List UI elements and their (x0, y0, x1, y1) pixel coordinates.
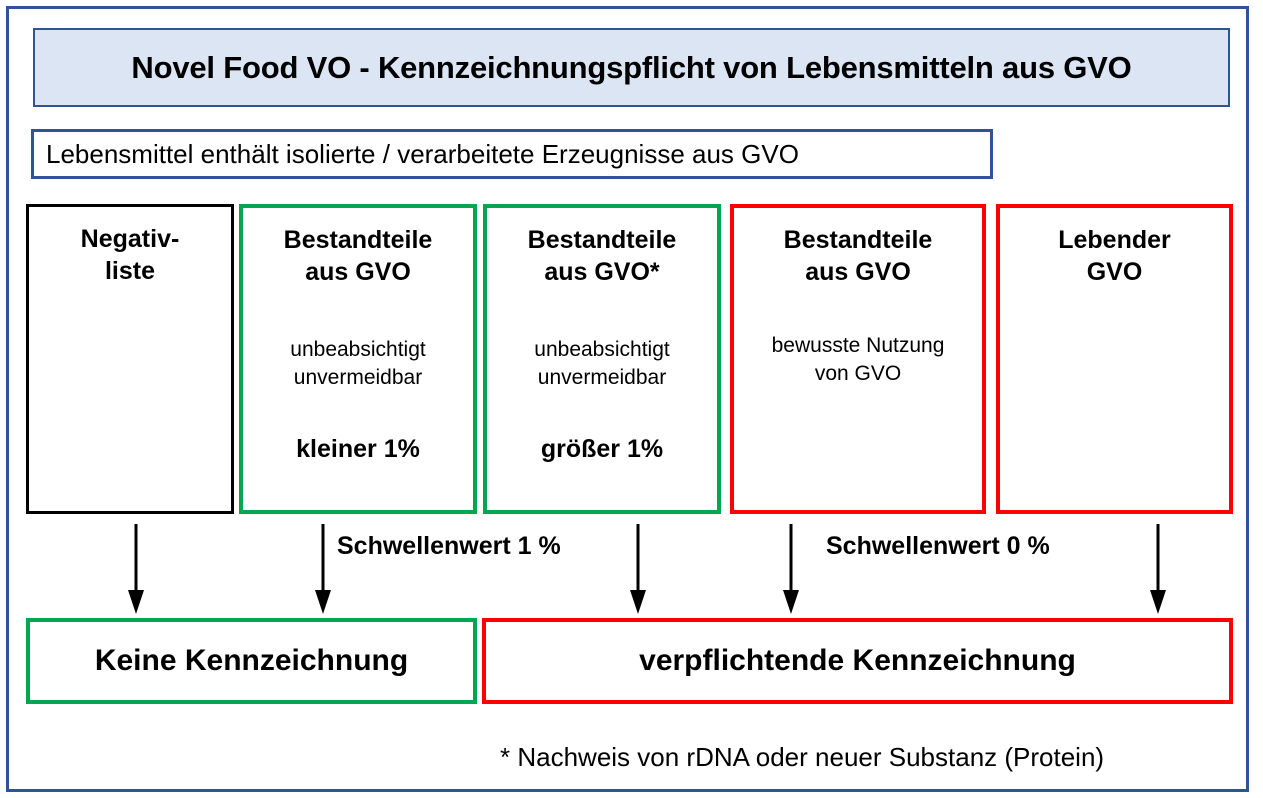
outcome-label: verpflichtende Kennzeichnung (639, 644, 1076, 677)
outcome-label: Keine Kennzeichnung (94, 644, 409, 677)
category-title: Negativ- liste (81, 223, 180, 287)
page-title: Novel Food VO - Kennzeichnungspflicht vo… (131, 49, 1132, 85)
arrow-down-icon-4 (779, 524, 803, 616)
category-box-bestandteile-aus-gvo-groesser-1: Bestandteile aus GVO* unbeabsichtigt unv… (483, 204, 721, 514)
threshold-label-schwellenwert-1: Schwellenwert 1 % (337, 532, 561, 560)
category-detail: unbeabsichtigt unvermeidbar (290, 336, 425, 391)
category-title-line-1: Bestandteile (283, 226, 433, 254)
category-detail-line-1: bewusste Nutzung (771, 334, 945, 357)
condition-bar: Lebensmittel enthält isolierte / verarbe… (31, 129, 993, 179)
category-detail-line-2: unvermeidbar (293, 365, 423, 389)
category-box-bestandteile-aus-gvo-bewusst: Bestandteile aus GVO bewusste Nutzung vo… (730, 204, 986, 514)
category-title-line-2: aus GVO (805, 258, 911, 286)
category-title-line-2: GVO (1086, 258, 1143, 286)
category-title-line-1: Bestandteile (783, 226, 933, 254)
category-threshold-value: kleiner 1% (296, 435, 420, 464)
category-title: Bestandteile aus GVO (284, 224, 433, 288)
category-detail-line-1: unbeabsichtigt (290, 338, 426, 361)
category-detail-line-2: von GVO (814, 361, 902, 385)
category-title-line-2: aus GVO* (544, 258, 660, 286)
footnote-text: * Nachweis von rDNA oder neuer Substanz … (500, 742, 1105, 772)
category-title-line-1: Lebender (1058, 226, 1171, 254)
category-title-line-2: liste (104, 257, 155, 285)
category-detail-line-1: unbeabsichtigt (534, 338, 670, 361)
category-title-line-2: aus GVO (305, 258, 411, 286)
arrow-down-icon-2 (311, 524, 335, 616)
category-detail-line-2: unvermeidbar (537, 365, 667, 389)
category-detail: unbeabsichtigt unvermeidbar (534, 336, 669, 391)
threshold-label-schwellenwert-0: Schwellenwert 0 % (826, 532, 1050, 560)
arrow-down-icon-3 (626, 524, 650, 616)
category-title-line-1: Negativ- (80, 225, 180, 253)
category-box-bestandteile-aus-gvo-kleiner-1: Bestandteile aus GVO unbeabsichtigt unve… (239, 204, 477, 514)
outcome-box-verpflichtende-kennzeichnung: verpflichtende Kennzeichnung (482, 618, 1233, 704)
title-banner: Novel Food VO - Kennzeichnungspflicht vo… (33, 28, 1230, 107)
category-detail: bewusste Nutzung von GVO (772, 332, 945, 387)
arrow-down-icon-1 (124, 524, 148, 616)
category-box-lebender-gvo: Lebender GVO (996, 204, 1233, 514)
outcome-box-keine-kennzeichnung: Keine Kennzeichnung (26, 618, 477, 704)
category-box-negativliste: Negativ- liste (26, 204, 234, 514)
category-title-line-1: Bestandteile (527, 226, 677, 254)
condition-text: Lebensmittel enthält isolierte / verarbe… (46, 138, 799, 169)
arrow-down-icon-5 (1146, 524, 1170, 616)
category-threshold-value: größer 1% (540, 435, 664, 464)
category-title: Bestandteile aus GVO (784, 224, 933, 288)
category-title: Lebender GVO (1058, 224, 1171, 288)
category-title: Bestandteile aus GVO* (528, 224, 677, 288)
